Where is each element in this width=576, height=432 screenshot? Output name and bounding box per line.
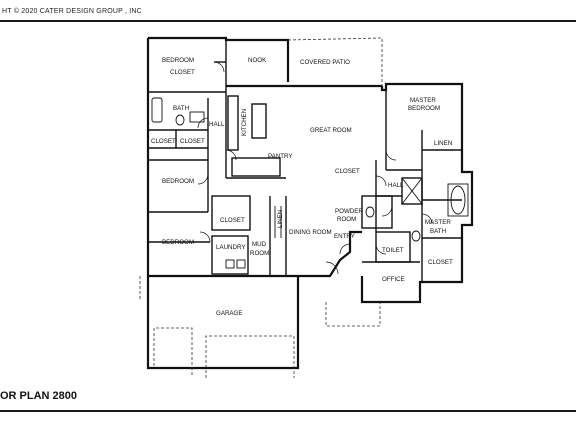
room-label-toilet: TOILET [382, 247, 404, 254]
room-label-nook: NOOK [248, 57, 267, 64]
room-label-pantry: PANTRY [268, 153, 293, 160]
room-label-closet: CLOSET [170, 69, 195, 76]
room-label-master-bath: MASTER [425, 219, 451, 226]
room-label-entry: ENTRY [334, 233, 355, 240]
door-swings [197, 61, 433, 275]
room-label-closet: CLOSET [428, 259, 453, 266]
room-label-master-bedroom: BEDROOM [408, 105, 440, 112]
room-label-kitchen: KITCHEN [241, 109, 248, 136]
room-label-bedroom: BEDROOM [162, 239, 194, 246]
room-label-powder-room: POWDER [335, 208, 363, 215]
room-label-master-bedroom: MASTER [410, 97, 436, 104]
room-label-closet: CLOSET [151, 138, 176, 145]
room-label-dining-room: DINING ROOM [289, 229, 332, 236]
room-label-closet: CLOSET [180, 138, 205, 145]
room-label-bath: BATH [173, 105, 189, 112]
room-label-mud-room: MUD [252, 241, 267, 248]
room-label-closet: CLOSET [220, 217, 245, 224]
room-label-hall: HALL [388, 182, 404, 189]
dashed-outlines [139, 37, 383, 378]
copyright-notice: HT © 2020 CATER DESIGN GROUP , INC [2, 8, 142, 15]
room-label-closet: CLOSET [335, 168, 360, 175]
room-label-covered-patio: COVERED PATIO [300, 59, 350, 66]
room-label-linen: LINEN [277, 210, 284, 228]
room-label-laundry: LAUNDRY [216, 244, 245, 251]
room-label-bedroom: BEDROOM [162, 57, 194, 64]
plan-title: OR PLAN 2800 [0, 390, 78, 402]
bottom-rule [0, 410, 576, 412]
room-label-linen: LINEN [434, 140, 452, 147]
top-rule [0, 20, 576, 22]
room-label-master-bath: BATH [430, 228, 446, 235]
room-label-mud-room: ROOM [250, 250, 269, 257]
interior-walls [148, 40, 462, 282]
room-label-great-room: GREAT ROOM [310, 127, 352, 134]
exterior-walls [146, 36, 474, 370]
room-label-hall: HALL [209, 121, 225, 128]
room-label-office: OFFICE [382, 276, 405, 283]
fixtures [151, 97, 469, 269]
room-label-bedroom: BEDROOM [162, 178, 194, 185]
room-label-garage: GARAGE [216, 310, 242, 317]
room-label-powder-room: ROOM [337, 216, 356, 223]
